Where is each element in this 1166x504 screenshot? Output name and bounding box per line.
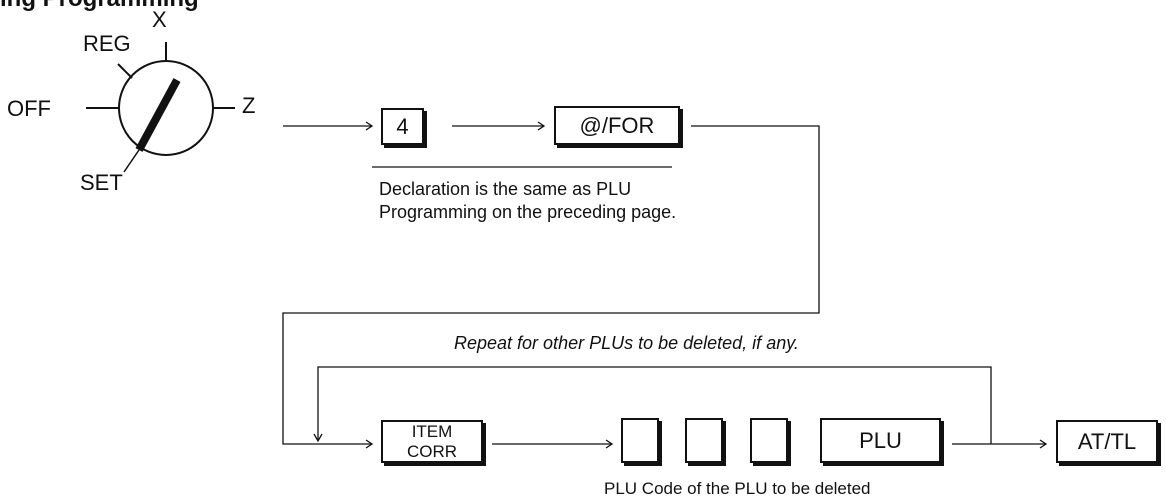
- dial-label-off: OFF: [7, 96, 51, 121]
- dial-set-leader: [123, 149, 140, 173]
- row1-connectors: [282, 121, 820, 449]
- dial-label-reg: REG: [83, 31, 131, 56]
- key-at-for-label: @/FOR: [579, 112, 655, 138]
- key-blank-3[interactable]: [750, 418, 788, 463]
- key-item-corr-line1: ITEM: [411, 421, 453, 441]
- repeat-loop: [313, 366, 992, 444]
- key-at-for[interactable]: @/FOR: [554, 106, 680, 145]
- row2-connectors: [492, 439, 1048, 449]
- key-4[interactable]: 4: [381, 108, 424, 145]
- key-4-label: 4: [396, 113, 409, 139]
- key-plu[interactable]: PLU: [820, 418, 941, 463]
- dial-tick-reg: [117, 63, 133, 79]
- dial-label-z: Z: [242, 93, 256, 118]
- section-heading: ing Programming: [0, 0, 199, 13]
- dial-pointer: [135, 78, 181, 152]
- key-at-tl[interactable]: AT/TL: [1056, 420, 1158, 463]
- key-item-corr[interactable]: ITEM CORR: [381, 420, 483, 463]
- key-plu-label: PLU: [859, 427, 902, 453]
- key-at-tl-label: AT/TL: [1077, 428, 1137, 454]
- key-blank-2[interactable]: [685, 418, 723, 463]
- key-blank-1[interactable]: [621, 418, 659, 463]
- declaration-note: Declaration is the same as PLU Programmi…: [379, 179, 677, 222]
- repeat-note: Repeat for other PLUs to be deleted, if …: [454, 333, 799, 353]
- mode-dial: [86, 42, 235, 173]
- plu-code-caption: PLU Code of the PLU to be deleted: [604, 479, 871, 498]
- dial-label-set: SET: [80, 170, 123, 195]
- dial-label-x: X: [152, 7, 167, 32]
- key-item-corr-line2: CORR: [406, 441, 458, 461]
